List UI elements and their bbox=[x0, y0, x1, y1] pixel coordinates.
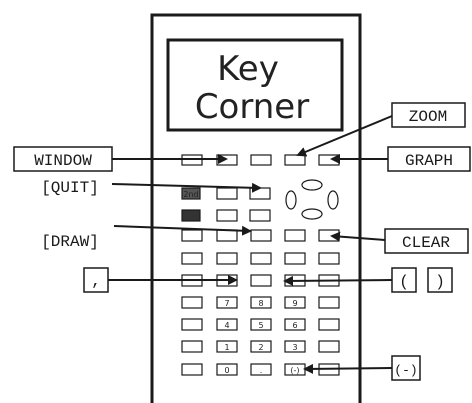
arrow-key-up bbox=[301, 179, 323, 191]
digit-key-2 bbox=[250, 340, 272, 353]
open-paren-callout-label: ( bbox=[399, 273, 409, 291]
screen-line-key: Key bbox=[217, 49, 279, 89]
arrow-key-right bbox=[327, 190, 339, 210]
key bbox=[318, 296, 340, 309]
key-label-4: 4 bbox=[224, 321, 229, 330]
digit-key-3 bbox=[284, 340, 306, 353]
key bbox=[181, 229, 203, 242]
key bbox=[181, 296, 203, 309]
open-paren-key bbox=[250, 274, 272, 287]
key-label-7: 7 bbox=[224, 299, 229, 308]
zoom-arrow bbox=[296, 115, 393, 157]
negative-callout-box bbox=[391, 355, 421, 381]
clear-callout-label: CLEAR bbox=[402, 234, 450, 252]
key-label-9: 9 bbox=[292, 299, 297, 308]
callout-arrows bbox=[108, 115, 393, 374]
key-label-0: 0 bbox=[224, 366, 229, 375]
key bbox=[250, 229, 272, 242]
quit-callout-label: [QUIT] bbox=[41, 179, 99, 197]
digit-key-5 bbox=[250, 318, 272, 331]
open-paren-callout-box bbox=[391, 267, 417, 293]
quit-arrow bbox=[111, 182, 262, 193]
clear-arrow bbox=[330, 231, 386, 242]
key bbox=[318, 252, 340, 265]
mode-key-rows: 2nd bbox=[181, 187, 271, 222]
negative-arrow bbox=[303, 363, 393, 374]
comma-callout-box bbox=[83, 267, 109, 293]
close-paren-callout-label: ) bbox=[435, 273, 445, 291]
key bbox=[216, 229, 238, 242]
key bbox=[318, 340, 340, 353]
calculator-screen bbox=[166, 38, 344, 132]
negative-callout-label: (-) bbox=[394, 363, 417, 378]
decimal-key bbox=[250, 363, 272, 376]
key bbox=[181, 363, 203, 376]
window-callout-label: WINDOW bbox=[34, 152, 92, 170]
window-callout-box bbox=[13, 146, 113, 172]
xt-key bbox=[216, 209, 238, 222]
digit-key-0 bbox=[216, 363, 238, 376]
key-label-3: 3 bbox=[292, 343, 297, 352]
comma-callout-label: , bbox=[91, 272, 101, 290]
function-key-zoom bbox=[250, 154, 272, 166]
mode-key bbox=[216, 187, 238, 200]
key-label-decimal: . bbox=[260, 366, 263, 375]
del-key bbox=[249, 187, 271, 200]
key bbox=[181, 340, 203, 353]
stat-key bbox=[249, 209, 271, 222]
key bbox=[216, 252, 238, 265]
key-label-1: 1 bbox=[224, 343, 229, 352]
key-label-8: 8 bbox=[258, 299, 263, 308]
draw-arrow bbox=[113, 225, 252, 236]
digit-key-7 bbox=[216, 296, 238, 309]
zoom-callout-box bbox=[391, 102, 466, 128]
key-label-6: 6 bbox=[292, 321, 297, 330]
callout-boxes bbox=[13, 102, 471, 381]
screen-line-corner: Corner bbox=[195, 87, 309, 127]
arrow-pad bbox=[285, 179, 339, 220]
graph-callout-label: GRAPH bbox=[405, 152, 453, 170]
paren-arrow bbox=[283, 275, 393, 286]
key bbox=[250, 252, 272, 265]
digit-key-6 bbox=[284, 318, 306, 331]
clear-callout-box bbox=[384, 228, 469, 254]
key bbox=[181, 252, 203, 265]
close-paren-callout-box bbox=[427, 267, 453, 293]
draw-callout-label: [DRAW] bbox=[41, 233, 99, 251]
key bbox=[284, 229, 306, 242]
key bbox=[181, 318, 203, 331]
second-key-label: 2nd bbox=[183, 190, 198, 199]
key-label-5: 5 bbox=[258, 321, 263, 330]
key-label-negative: (-) bbox=[290, 366, 299, 375]
digit-key-8 bbox=[250, 296, 272, 309]
digit-key-9 bbox=[284, 296, 306, 309]
digit-key-1 bbox=[216, 340, 238, 353]
second-key bbox=[181, 187, 201, 200]
arrow-key-left bbox=[285, 190, 297, 210]
zoom-callout-label: ZOOM bbox=[409, 108, 447, 126]
key bbox=[318, 318, 340, 331]
arrow-key-down bbox=[301, 208, 323, 220]
digit-key-4 bbox=[216, 318, 238, 331]
key-label-2: 2 bbox=[258, 343, 263, 352]
key bbox=[284, 252, 306, 265]
alpha-key bbox=[181, 209, 201, 222]
digit-labels: 7 8 9 4 5 6 1 2 3 0 . (-) bbox=[224, 299, 299, 375]
function-key-trace bbox=[284, 154, 306, 166]
